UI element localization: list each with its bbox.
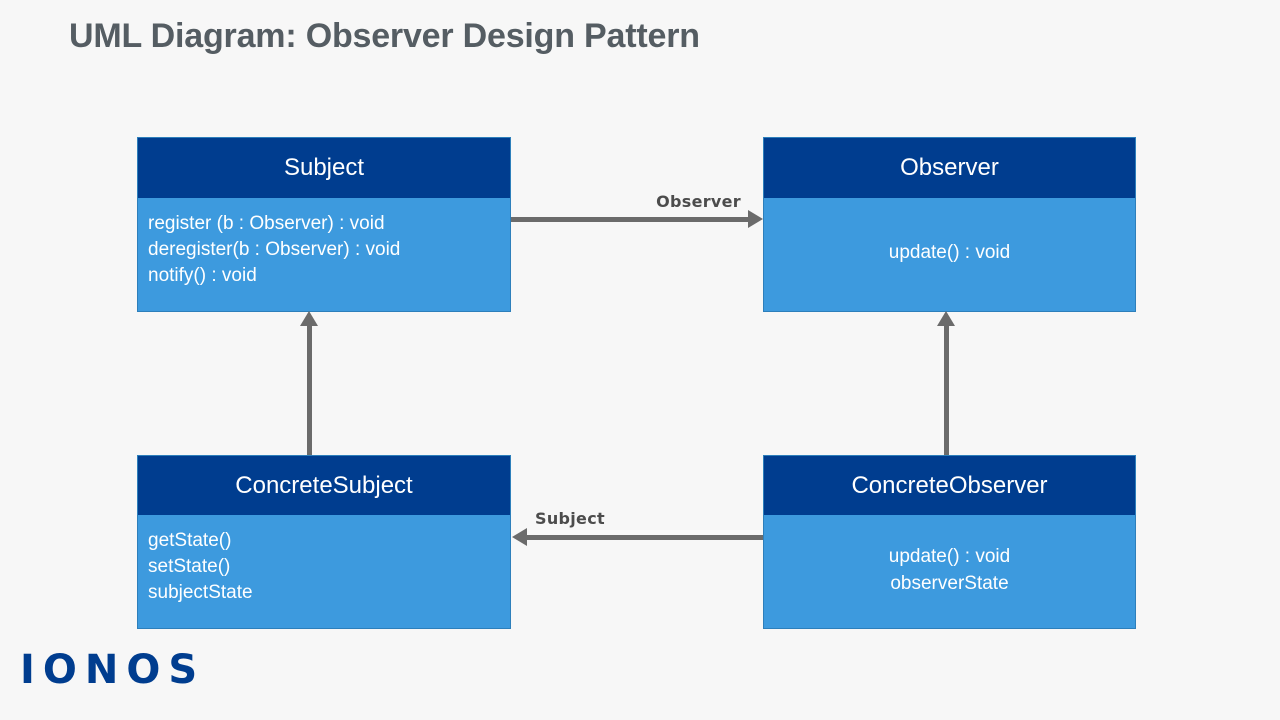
uml-class-concretesubject-members: getState() setState() subjectState (138, 515, 510, 628)
uml-member: setState() (148, 556, 231, 578)
ionos-logo: IONOS (20, 647, 206, 693)
connector-subject-to-observer (511, 217, 755, 222)
uml-class-observer-members: update() : void (764, 198, 1135, 311)
arrowhead-left-icon (512, 528, 527, 546)
uml-class-observer-name: Observer (764, 138, 1135, 198)
uml-member: deregister(b : Observer) : void (148, 239, 401, 261)
uml-class-observer[interactable]: Observer update() : void (763, 137, 1136, 312)
uml-class-concreteobserver[interactable]: ConcreteObserver update() : void observe… (763, 455, 1136, 629)
arrowhead-up-icon (300, 311, 318, 326)
page-title: UML Diagram: Observer Design Pattern (69, 17, 700, 55)
uml-class-concreteobserver-members: update() : void observerState (764, 515, 1135, 628)
connector-label-subject: Subject (535, 509, 605, 528)
uml-class-subject-name: Subject (138, 138, 510, 198)
uml-member: update() : void (888, 546, 1011, 568)
uml-member: observerState (890, 572, 1009, 594)
uml-member: getState() (148, 530, 232, 551)
arrowhead-right-icon (748, 210, 763, 228)
connector-concretesubject-to-subject (307, 325, 312, 455)
uml-member: subjectState (148, 582, 253, 604)
uml-class-concreteobserver-name: ConcreteObserver (764, 456, 1135, 515)
uml-class-subject[interactable]: Subject register (b : Observer) : void d… (137, 137, 511, 312)
uml-member: register (b : Observer) : void (148, 213, 385, 234)
uml-class-concretesubject-name: ConcreteSubject (138, 456, 510, 515)
uml-class-concretesubject[interactable]: ConcreteSubject getState() setState() su… (137, 455, 511, 629)
connector-label-observer: Observer (656, 192, 741, 211)
connector-concreteobserver-to-concretesubject (527, 535, 763, 540)
connector-concreteobserver-to-observer (944, 325, 949, 455)
uml-member: update() : void (888, 242, 1011, 264)
uml-class-subject-members: register (b : Observer) : void deregiste… (138, 198, 510, 311)
uml-member: notify() : void (148, 265, 257, 287)
arrowhead-up-icon (937, 311, 955, 326)
